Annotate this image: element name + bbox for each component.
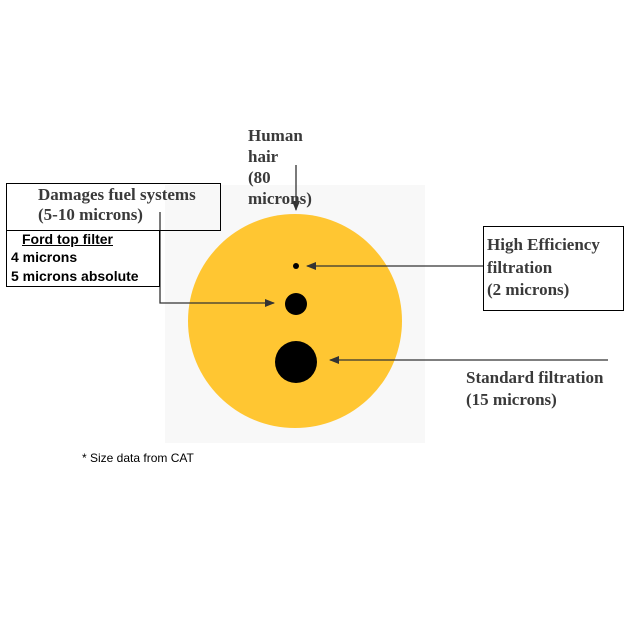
- human-hair-line-2: hair: [248, 147, 279, 166]
- ford-filter-title: Ford top filter: [22, 231, 113, 247]
- damages-line-2: (5-10 microns): [38, 205, 143, 224]
- ford-filter-box: Ford top filter 4 microns 5 microns abso…: [6, 230, 160, 287]
- human-hair-line-1: Human: [248, 126, 303, 145]
- standard-label: Standard filtration (15 microns): [466, 367, 603, 411]
- footnote: * Size data from CAT: [82, 451, 194, 465]
- standard-particle: [275, 341, 317, 383]
- ford-filter-line-2: 5 microns absolute: [11, 268, 139, 284]
- human-hair-line-4: microns): [248, 189, 312, 208]
- human-hair-disc: [188, 214, 402, 428]
- high-efficiency-box: High Efficiency filtration (2 microns): [483, 226, 624, 311]
- high-efficiency-line-2: filtration: [487, 258, 553, 277]
- high-efficiency-line-1: High Efficiency: [487, 235, 600, 254]
- damages-box: Damages fuel systems (5-10 microns): [6, 183, 221, 231]
- high-efficiency-particle: [293, 263, 299, 269]
- ford-filter-particle: [285, 293, 307, 315]
- ford-filter-line-1: 4 microns: [11, 249, 78, 265]
- standard-line-2: (15 microns): [466, 390, 557, 409]
- damages-line-1: Damages fuel systems: [38, 185, 196, 204]
- high-efficiency-line-3: (2 microns): [487, 280, 570, 299]
- human-hair-label: Human hair (80 microns): [248, 125, 312, 209]
- ford-filter-arrow: [159, 212, 275, 307]
- standard-line-1: Standard filtration: [466, 368, 604, 387]
- human-hair-line-3: (80: [248, 168, 271, 187]
